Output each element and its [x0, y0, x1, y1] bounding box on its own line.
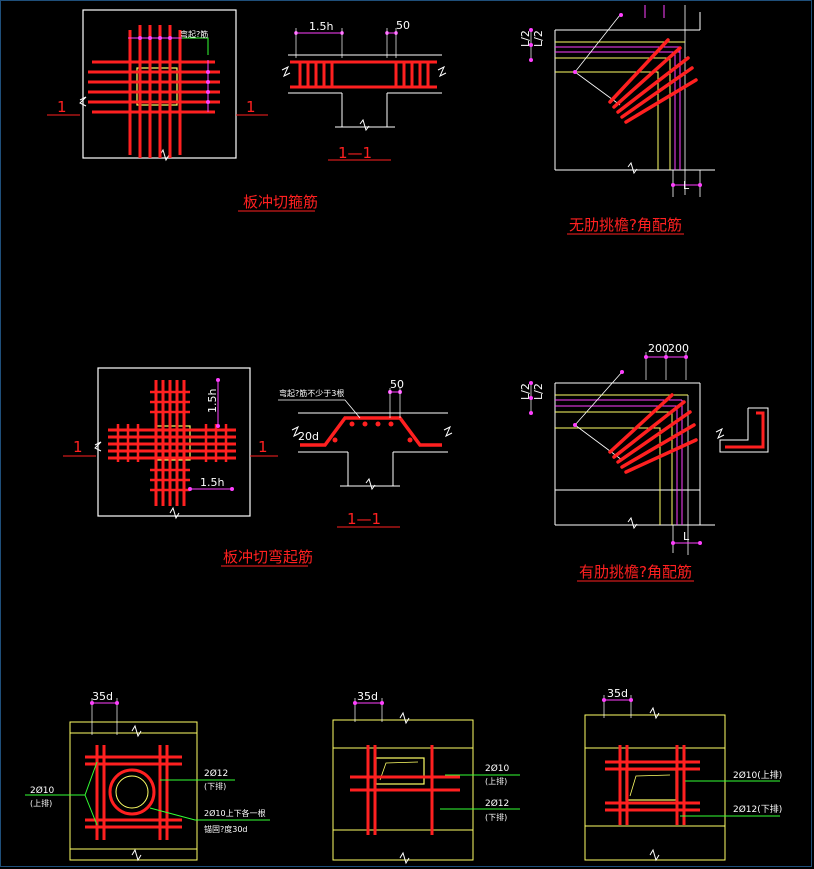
label-2d12-lower: 2Ø12(下排)	[733, 803, 782, 815]
dim-1-5h-vertical: 1.5h	[206, 389, 219, 413]
section-mark-left: 1	[57, 98, 67, 116]
dim-35d: 35d	[92, 690, 113, 703]
label-2d10: 2Ø10	[485, 763, 510, 774]
dim-35d: 35d	[357, 690, 378, 703]
stirrup-note: 弯起?筋	[180, 29, 208, 39]
corner-with-rib-detail: L/2 L/2 200 200 L 有肋挑檐?角配筋	[519, 342, 769, 582]
dim-50: 50	[396, 19, 410, 32]
section-1-1-top: 1.5h 50 1—1	[281, 19, 447, 162]
section-1-1-title: 1—1	[338, 144, 372, 162]
corner-no-rib-detail: L/2 L/2 L 无肋挑檐?角配筋	[519, 5, 715, 235]
dim-l2-a: L/2	[519, 30, 532, 47]
stirrup-bars	[88, 25, 220, 158]
opening-slab	[69, 721, 198, 861]
section-1-1-mid: 50 弯起?筋不少于3根 20d 1—1	[278, 378, 453, 528]
rib-section	[719, 407, 769, 453]
section-mark-right: 1	[258, 438, 268, 456]
opening-slab	[332, 719, 474, 861]
label-2d12: 2Ø12	[204, 768, 228, 779]
dim-l2-b: L/2	[532, 30, 545, 47]
label-upper-row: (上排)	[485, 776, 507, 786]
label-2d12: 2Ø12	[485, 798, 509, 809]
opening-round-detail: 35d 2Ø10 (上排) 2Ø12 (下排) 2Ø10上下各一根 锚固?度30…	[25, 690, 270, 862]
section-1-1-title: 1—1	[347, 510, 381, 528]
dim-200-a: 200	[648, 342, 669, 355]
slab-outline	[97, 367, 251, 517]
dim-20d: 20d	[298, 430, 319, 443]
dim-l2-b: L/2	[532, 383, 545, 400]
label-upper-row: (上排)	[30, 798, 52, 808]
dim-l2-a: L/2	[519, 383, 532, 400]
label-2d10: 2Ø10	[30, 785, 55, 796]
bentup-note: 弯起?筋不少于3根	[279, 388, 344, 398]
dim-l: L	[683, 179, 690, 192]
opening-rect-a-detail: 35d 2Ø10 (上排) 2Ø12 (下排)	[332, 690, 520, 865]
opening-rect-b-detail: 35d 2Ø10(上排) 2Ø12(下排)	[584, 687, 782, 862]
punch-stirrup-title: 板冲切箍筋	[243, 193, 318, 211]
dim-1-5h: 1.5h	[309, 20, 333, 33]
corner-no-rib-title: 无肋挑檐?角配筋	[569, 216, 682, 234]
dim-l: L	[683, 530, 690, 543]
section-mark-right: 1	[246, 98, 256, 116]
punch-bentup-detail: 1.5h 1.5h 1 1 板冲切弯起筋	[63, 367, 313, 567]
section-mark-left: 1	[73, 438, 83, 456]
label-lower-row: (下排)	[204, 781, 226, 791]
dim-50: 50	[390, 378, 404, 391]
dim-35d: 35d	[607, 687, 628, 700]
label-2d10-upper: 2Ø10(上排)	[733, 769, 782, 781]
label-2d10-each: 2Ø10上下各一根	[204, 808, 266, 818]
opening-slab	[584, 714, 726, 861]
corner-with-rib-title: 有肋挑檐?角配筋	[579, 563, 692, 581]
label-anchor: 锚固?度30d	[204, 824, 248, 834]
dim-1-5h-horizontal: 1.5h	[200, 476, 224, 489]
dim-200-b: 200	[668, 342, 689, 355]
punch-stirrup-detail: 弯起?筋 1 1 板冲切箍筋	[47, 9, 318, 212]
punch-bentup-title: 板冲切弯起筋	[223, 548, 313, 566]
label-lower-row: (下排)	[485, 812, 507, 822]
column-outline	[136, 67, 178, 106]
